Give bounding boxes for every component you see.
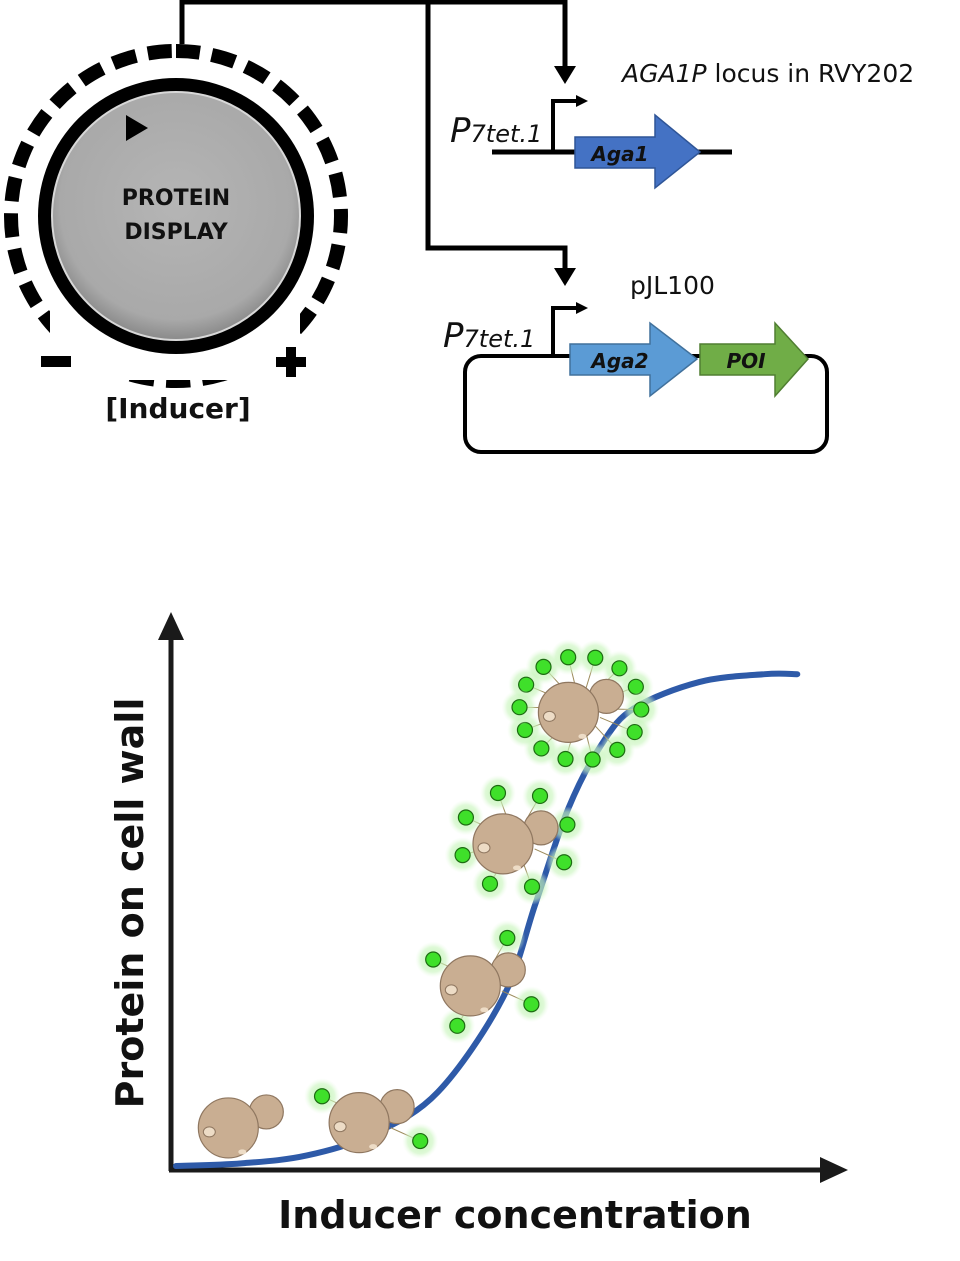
- gene-aga1-label: Aga1: [589, 142, 648, 166]
- construct-title: pJL100: [630, 271, 715, 300]
- promoter-arrow: [551, 306, 578, 356]
- yeast-cell-annotations: [197, 639, 660, 1160]
- promoter-label: P7tet.1: [443, 316, 535, 356]
- displayed-protein: [587, 649, 604, 666]
- displayed-protein: [533, 740, 550, 757]
- displayed-protein: [560, 649, 577, 666]
- bud-scar: [202, 1126, 216, 1138]
- bud-scar: [578, 733, 587, 739]
- displayed-protein: [457, 809, 475, 826]
- y-axis-label: Protein on cell wall: [108, 698, 152, 1109]
- displayed-protein: [523, 878, 541, 895]
- displayed-protein: [555, 854, 573, 871]
- displayed-protein: [609, 741, 626, 759]
- play-triangle-icon: [126, 115, 148, 141]
- bud-scar: [542, 710, 556, 722]
- minus-icon: [41, 356, 71, 367]
- bud-scar: [238, 1149, 247, 1155]
- y-axis-arrowhead: [158, 612, 184, 640]
- dose-response-chart: Protein on cell wall Inducer concentrati…: [108, 612, 848, 1237]
- displayed-protein: [313, 1088, 331, 1105]
- x-axis-arrowhead: [820, 1157, 848, 1183]
- bud-scar: [333, 1121, 347, 1133]
- promoter-label: P7tet.1: [450, 111, 542, 151]
- yeast-cell: [444, 774, 586, 905]
- knob-label-line2: DISPLAY: [124, 220, 228, 245]
- promoter-arrow-head: [576, 302, 588, 314]
- knob-caption: [Inducer]: [105, 392, 250, 425]
- construct-title: AGA1P locus in RVY202: [620, 59, 914, 88]
- bud-scar: [444, 984, 458, 996]
- displayed-protein: [511, 699, 528, 716]
- bud-scar: [480, 1007, 489, 1013]
- displayed-protein: [489, 784, 507, 802]
- knob-face: [51, 91, 301, 341]
- gene-aga2-label: Aga2: [589, 349, 648, 373]
- x-axis-label: Inducer concentration: [278, 1193, 752, 1237]
- yeast-cell: [304, 1078, 439, 1160]
- construct-aga1-locus: AGA1P locus in RVY202 P7tet.1 Aga1: [450, 59, 914, 190]
- displayed-protein: [425, 951, 442, 968]
- displayed-protein: [535, 658, 552, 675]
- bud-scar: [513, 865, 521, 871]
- knob-label-line1: PROTEIN: [122, 186, 230, 211]
- promoter-arrow-head: [576, 95, 588, 107]
- displayed-protein: [611, 660, 628, 677]
- arrow-to-aga1-locus: [554, 66, 576, 84]
- gene-aga1: [574, 113, 702, 190]
- yeast-cell: [501, 639, 660, 778]
- displayed-protein: [584, 751, 601, 768]
- displayed-protein: [481, 875, 499, 892]
- displayed-protein: [626, 723, 643, 741]
- displayed-protein: [559, 816, 576, 833]
- displayed-protein: [531, 787, 549, 805]
- displayed-protein: [449, 1017, 466, 1034]
- promoter-arrow: [551, 99, 578, 152]
- connector-lines: [179, 0, 568, 272]
- yeast-mother-cell: [472, 813, 534, 875]
- yeast-cell: [197, 1094, 284, 1159]
- knob-dashed-ring: [4, 44, 348, 388]
- yeast-mother-cell: [197, 1097, 259, 1159]
- yeast-mother-cell: [439, 955, 501, 1017]
- sigmoid-curve: [173, 670, 801, 1169]
- gene-poi-label: POI: [726, 349, 766, 373]
- displayed-protein: [454, 847, 471, 864]
- bud-scar: [477, 842, 491, 854]
- yeast-mother-cell: [328, 1092, 390, 1154]
- connector-knob-to-bus: [179, 0, 568, 68]
- yeast-cell: [415, 919, 550, 1044]
- displayed-protein: [523, 996, 540, 1013]
- yeast-mother-cell: [537, 681, 600, 743]
- construct-pjl100: pJL100 P7tet.1 Aga2 POI: [443, 271, 829, 454]
- gene-poi: [699, 321, 810, 398]
- displayed-protein: [412, 1132, 429, 1150]
- inducer-knob: PROTEIN DISPLAY [Inducer]: [4, 44, 348, 425]
- displayed-protein: [499, 929, 516, 947]
- bud-scar: [369, 1144, 378, 1150]
- displayed-protein: [557, 750, 574, 768]
- connector-bus-to-plasmid: [425, 2, 568, 272]
- gene-aga2: [569, 321, 699, 398]
- arrow-to-plasmid: [554, 268, 576, 286]
- plus-icon: [276, 347, 306, 377]
